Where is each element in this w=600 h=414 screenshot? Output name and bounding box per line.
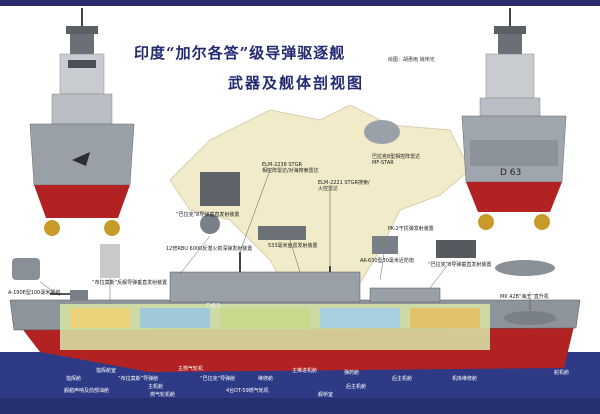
bow-bridge-windows — [68, 60, 96, 68]
stern-hull-number: D 63 — [500, 168, 522, 178]
title-line-2: 武器及舰体剖视图 — [228, 74, 365, 92]
label-helicopter: MK 42B“海王”直升机 — [500, 294, 549, 300]
bow-view — [29, 8, 135, 236]
bow-hull-red — [34, 185, 130, 218]
stern-hull-red — [466, 182, 562, 212]
stern-mast-platform — [494, 26, 526, 34]
india-map-background — [169, 104, 471, 346]
label-rbu: 12管RBU 6000反潜火箭深弹发射装置 — [166, 246, 253, 252]
gun-76-icon — [12, 258, 40, 280]
side-superstructure — [169, 271, 361, 303]
bottom-label-9: 后主机舱 — [392, 376, 413, 382]
bow-anchor-mark — [72, 152, 90, 166]
bottom-label-7: 主推进机舱 — [292, 368, 318, 374]
bow-radar-block — [70, 34, 94, 54]
bottom-label-8: 弹药舱 — [344, 370, 360, 376]
bottom-label-0: 指挥舱 — [66, 376, 82, 382]
stern-propeller-left — [478, 214, 494, 230]
leader-lines — [39, 169, 531, 310]
side-hangar — [369, 287, 441, 303]
author-credit: 绘图：胡惠雨 姚伟光 — [388, 57, 435, 63]
stern-propeller-right — [534, 214, 550, 230]
compartment-mid — [220, 308, 310, 328]
bottom-label-6: 维修舱 — [258, 376, 274, 382]
label-brahmos: “布拉莫斯”反舰导弹垂直发射装置 — [92, 280, 168, 286]
bottom-label-2-4: 后主机舱 — [346, 384, 367, 390]
label-elm2238: ELM-2238 STGR 相控阵雷达/对海搜索雷达 — [262, 162, 319, 174]
stern-radar-block — [498, 34, 522, 54]
compartment-bow — [70, 308, 130, 328]
barak8-vls-icon — [200, 172, 240, 206]
bottom-label-2-2: 4台DT-59燃气轮机 — [226, 388, 269, 394]
bow-deckhouse — [51, 93, 113, 125]
bottom-label-5: “巴拉克”导弹舱 — [200, 376, 236, 382]
label-humsa: 巴拉克8型相控阵雷达 MF-STAR — [372, 154, 421, 166]
label-pk2: PK-2干扰弹发射装置 — [388, 226, 434, 232]
compartment-aft — [410, 308, 480, 328]
side-main-gun — [70, 290, 88, 300]
side-helicopter — [504, 311, 556, 325]
stern-superstructure — [485, 53, 535, 99]
stern-view — [461, 8, 567, 230]
bottom-label-10: 机库维修舱 — [452, 376, 478, 382]
stern-deckhouse — [479, 97, 541, 117]
bottom-label-4: 主燃气轮机 — [178, 366, 204, 372]
stern-hangar-door — [470, 140, 558, 166]
humsa-radar-icon — [364, 120, 400, 144]
label-torpedo: 533毫米鱼雷发射装置 — [268, 243, 318, 249]
label-ak630: AK-630型30毫米近防炮 — [360, 258, 414, 264]
bow-mast-platform — [66, 26, 98, 34]
compartment-engine — [320, 308, 400, 328]
torpedo-launcher-icon — [258, 226, 306, 240]
title-line-1: 印度“加尔各答”级导弹驱逐舰 — [134, 44, 346, 62]
ak630-gun-icon — [372, 236, 398, 254]
bottom-label-11: 舵机舱 — [554, 370, 570, 376]
rbu-launcher-icon — [200, 214, 220, 234]
top-border — [0, 0, 600, 6]
seaking-helicopter-icon — [495, 260, 555, 276]
label-elm2221: ELM-2221 STGR搜索/ 火控雷达 — [318, 180, 370, 192]
bottom-label-3: 主机舱 — [148, 384, 164, 390]
side-hull-number: D63 — [206, 302, 221, 310]
bow-hull-upper — [29, 123, 135, 186]
compartment-forward — [140, 308, 210, 328]
bottom-label-2-3: 舰桥室 — [318, 392, 334, 398]
bottom-label-2-1: 燃气轮机舱 — [150, 392, 176, 398]
bottom-label-1: 指挥舱室 — [96, 368, 117, 374]
barak8-aft-vls-icon — [436, 240, 476, 258]
side-view — [0, 120, 600, 398]
brahmos-canister-icon — [100, 244, 120, 278]
bottom-border — [0, 398, 600, 414]
label-barak8: “巴拉克”8导弹垂直发射装置 — [176, 212, 240, 218]
label-gun: A-190E型100毫米舰炮 — [8, 290, 61, 296]
bow-propeller-left — [44, 220, 60, 236]
bow-propeller-right — [104, 220, 120, 236]
bottom-label-2-0: 舰艏声呐及前部油舱 — [64, 388, 110, 394]
bottom-label-2: “布拉莫斯”导弹舱 — [118, 376, 159, 382]
label-barak8-aft: “巴拉克”8导弹垂直发射装置 — [428, 262, 492, 268]
